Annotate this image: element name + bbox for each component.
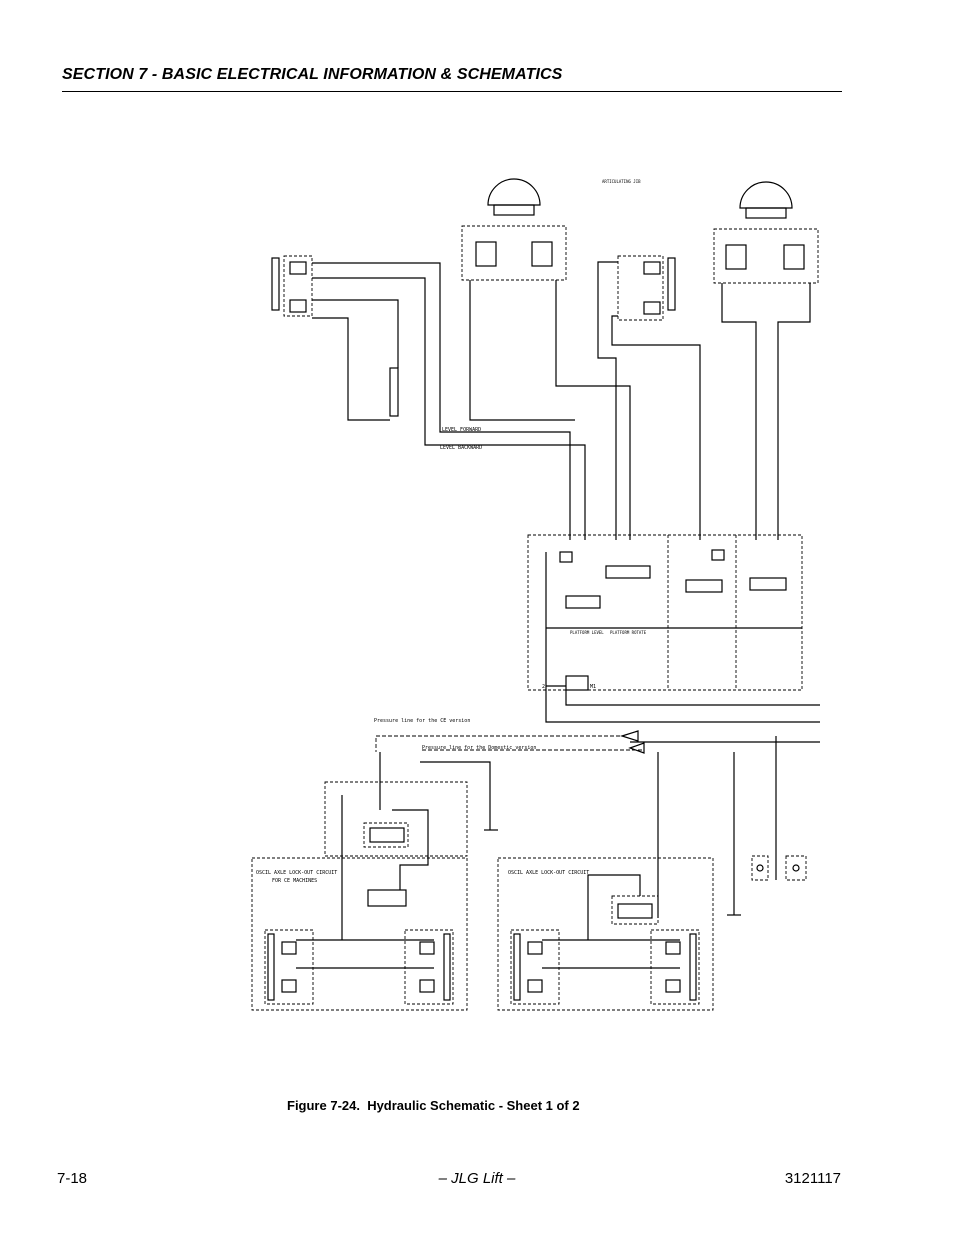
label-m1: M1 <box>590 684 596 690</box>
hydraulic-schematic: LEVEL FORWARD LEVEL BACKWARD Pressure li… <box>251 178 820 1011</box>
header-rule <box>62 91 842 92</box>
jib-cylinder <box>667 257 676 311</box>
page-number: 7-18 <box>57 1170 88 1187</box>
section-title: SECTION 7 - BASIC ELECTRICAL INFORMATION… <box>62 66 563 83</box>
label-lockout-domestic: OSCIL AXLE LOCK-OUT CIRCUIT <box>508 870 589 876</box>
footer-brand: – JLG Lift – <box>438 1170 516 1187</box>
figure-caption: Figure 7-24. Hydraulic Schematic - Sheet… <box>287 1098 580 1113</box>
label-level-backward: LEVEL BACKWARD <box>440 445 482 451</box>
valve-block-jib <box>617 255 664 321</box>
lockout-ce-box <box>251 857 468 1011</box>
label-lockout-ce: OSCIL AXLE LOCK-OUT CIRCUIT <box>256 870 337 876</box>
pressure-arrow-ce <box>619 730 639 742</box>
label-port-2: 2 <box>542 684 545 690</box>
valve-block-top-left <box>461 225 567 281</box>
label-level-forward: LEVEL FORWARD <box>442 427 481 433</box>
label-platform-level: PLATFORM LEVEL <box>570 630 604 635</box>
label-lockout-ce-sub: FOR CE MACHINES <box>272 878 317 884</box>
rotary-actuator-left <box>487 178 541 206</box>
valve-block-top-right <box>713 228 819 284</box>
pressure-arrow-domestic <box>628 742 645 754</box>
label-articulating-jib: ARTICULATING JIB <box>602 179 641 184</box>
slave-cylinder <box>271 257 280 311</box>
lockout-domestic-box <box>497 857 714 1011</box>
document-number: 3121117 <box>784 1170 841 1187</box>
rotary-actuator-right <box>739 181 793 209</box>
label-pressure-line-domestic: Pressure line for the Domestic version <box>422 745 536 751</box>
valve-block-level-left <box>283 255 313 317</box>
main-valve-manifold <box>527 534 803 691</box>
label-platform-rotate: PLATFORM ROTATE <box>610 630 647 635</box>
label-pressure-line-ce: Pressure line for the CE version <box>374 718 470 724</box>
master-cylinder <box>389 367 399 417</box>
